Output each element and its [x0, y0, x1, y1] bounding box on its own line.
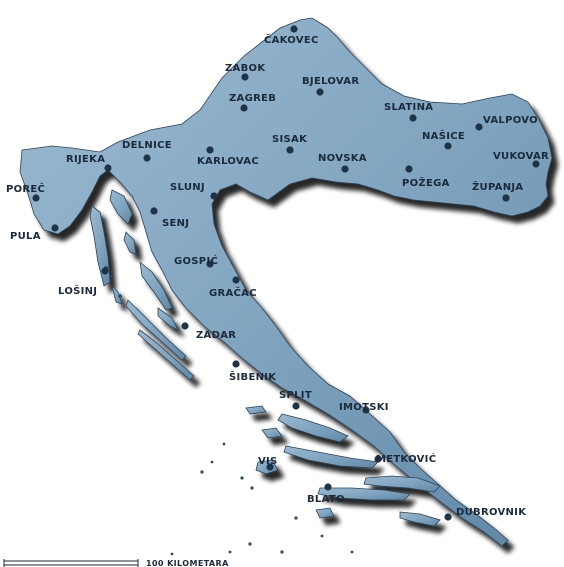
city-label-nasice: NAŠICE [422, 129, 465, 142]
city-label-losinj: LOŠINJ [58, 284, 97, 297]
city-rijeka: RIJEKA [66, 154, 112, 172]
city-label-sibenik: ŠIBENIK [229, 370, 277, 383]
city-label-metkovic: METKOVIĆ [376, 452, 436, 465]
city-label-sisak: SISAK [272, 134, 308, 145]
island-solta [261, 427, 283, 439]
islets [104, 266, 354, 556]
city-novska: NOVSKA [318, 153, 367, 173]
city-imotski: IMOTSKI [339, 402, 389, 414]
city-nasice: NAŠICE [422, 129, 465, 150]
island-pag [139, 261, 173, 311]
city-dubrovnik: DUBROVNIK [444, 507, 527, 521]
city-blato: BLATO [307, 483, 345, 505]
island-brac [277, 413, 349, 443]
city-label-bjelovar: BJELOVAR [302, 76, 359, 87]
city-zadar: ZADAR [181, 322, 236, 341]
island-dugi-otok [125, 299, 187, 361]
island-krk [109, 189, 133, 225]
city-vukovar: VUKOVAR [493, 151, 549, 168]
city-zupanja: ŽUPANJA [472, 180, 523, 202]
city-label-imotski: IMOTSKI [339, 402, 389, 413]
city-metkovic: METKOVIĆ [374, 452, 436, 465]
city-slatina: SLATINA [384, 102, 433, 122]
city-label-novska: NOVSKA [318, 153, 367, 164]
city-zagreb: ZAGREB [229, 93, 276, 112]
city-label-dubrovnik: DUBROVNIK [456, 507, 527, 518]
city-label-zabok: ZABOK [225, 63, 266, 74]
island-mljet [399, 511, 441, 527]
city-label-pozega: POŽEGA [402, 176, 450, 189]
city-delnice: DELNICE [122, 140, 172, 162]
scale-bar: 100 KILOMETARA [3, 559, 229, 567]
land-shapes [19, 17, 553, 547]
city-sibenik: ŠIBENIK [229, 360, 277, 383]
city-label-delnice: DELNICE [122, 140, 172, 151]
city-senj: SENJ [150, 207, 189, 229]
city-cakovec: ČAKOVEC [264, 25, 319, 46]
scale-bar-label: 100 KILOMETARA [146, 559, 229, 567]
island-cres [89, 205, 111, 287]
scale-bar-rect [3, 560, 139, 566]
peljesac-peninsula [363, 475, 441, 493]
island-ugljan [157, 307, 179, 331]
city-label-split: SPLIT [279, 390, 312, 401]
city-label-pula: PULA [10, 231, 41, 242]
city-pozega: POŽEGA [402, 165, 450, 189]
city-label-vis: VIS [258, 456, 278, 467]
island-losinj-small [111, 284, 123, 305]
city-vis: VIS [258, 456, 278, 471]
island-lastovo [315, 507, 335, 519]
island-ciovo [245, 405, 267, 415]
city-karlovac: KARLOVAC [197, 146, 259, 167]
city-gracac: GRAČAC [209, 276, 257, 299]
city-bjelovar: BJELOVAR [302, 76, 359, 96]
island-kornati [137, 329, 195, 381]
city-porec: POREČ [6, 182, 45, 202]
city-losinj: LOŠINJ [58, 267, 109, 297]
city-label-gracac: GRAČAC [209, 286, 257, 299]
city-label-zupanja: ŽUPANJA [472, 180, 523, 193]
city-label-zagreb: ZAGREB [229, 93, 276, 104]
city-split: SPLIT [279, 390, 312, 410]
city-label-zadar: ZADAR [196, 330, 236, 341]
island-hvar [283, 445, 379, 469]
city-label-slatina: SLATINA [384, 102, 433, 113]
city-label-valpovo: VALPOVO [483, 115, 538, 126]
city-label-cakovec: ČAKOVEC [264, 33, 319, 46]
city-markers: ČAKOVEC ZABOK BJELOVAR ZAGREB SLATINA VA… [6, 25, 549, 521]
city-valpovo: VALPOVO [475, 115, 538, 131]
city-gospic: GOSPIĆ [174, 254, 218, 268]
mainland-croatia [19, 17, 553, 547]
city-pula: PULA [10, 224, 59, 242]
city-label-gospic: GOSPIĆ [174, 254, 218, 267]
city-label-porec: POREČ [6, 182, 45, 195]
island-korcula [317, 487, 411, 501]
city-sisak: SISAK [272, 134, 308, 154]
city-label-slunj: SLUNJ [170, 182, 205, 193]
city-label-senj: SENJ [162, 218, 189, 229]
island-rab [123, 231, 137, 255]
city-label-blato: BLATO [307, 494, 345, 505]
city-slunj: SLUNJ [170, 182, 218, 200]
city-zabok: ZABOK [225, 63, 266, 81]
city-label-vukovar: VUKOVAR [493, 151, 549, 162]
city-label-rijeka: RIJEKA [66, 154, 105, 165]
city-label-karlovac: KARLOVAC [197, 156, 259, 167]
